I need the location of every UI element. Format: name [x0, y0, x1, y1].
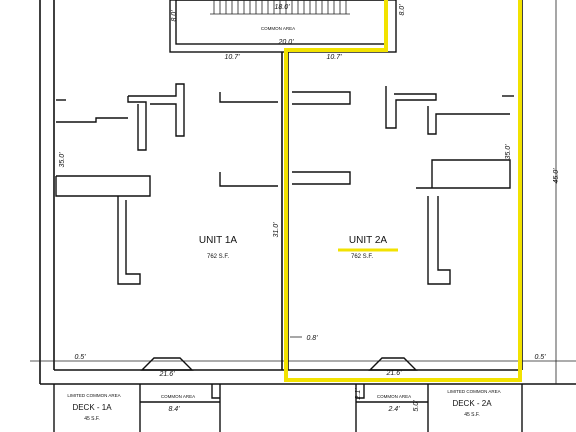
deck2a-label: DECK - 2A: [452, 399, 492, 408]
deck1a-label: DECK - 1A: [72, 403, 112, 412]
deck2a-area: 45 S.F.: [464, 412, 480, 418]
common-area-bottom-right-label: COMMON AREA: [377, 394, 411, 399]
dim-45: 45.0': [553, 168, 560, 184]
deck1a-note: LIMITED COMMON AREA: [67, 393, 120, 398]
unit1a-label: UNIT 1A: [199, 235, 237, 246]
deck-strip: [53, 384, 523, 432]
dim-2-4: 2.4': [387, 406, 400, 413]
dim-0-5-left: 0.5': [74, 354, 86, 361]
deck2a-note: LIMITED COMMON AREA: [447, 389, 500, 394]
common-area-bottom-left-label: COMMON AREA: [161, 394, 195, 399]
dim-2-1: 2.1': [355, 388, 362, 401]
dim-35-right: 35.0': [505, 144, 512, 160]
common-area-top-label: COMMON AREA: [261, 26, 295, 31]
unit2a-partitions: [292, 86, 514, 285]
unit2a-highlight: [284, 0, 522, 382]
dim-18: 18.0': [275, 4, 291, 11]
dim-35-left: 35.0': [59, 152, 66, 168]
dim-31: 31.0': [273, 222, 280, 238]
unit1a-partitions: [55, 83, 278, 285]
dim-10-left: 10.7': [225, 54, 241, 61]
dim-10-right: 10.7': [327, 54, 343, 61]
outer-walls: [30, 0, 576, 385]
dim-20: 20.0': [278, 39, 295, 46]
dim-21-6-left: 21.6': [159, 371, 176, 378]
dim-0-8: 0.8': [306, 335, 318, 342]
entry-steps: [140, 357, 418, 371]
deck1a-area: 45 S.F.: [84, 416, 100, 422]
unit2a-area: 762 S.F.: [351, 254, 373, 260]
dim-8-4: 8.4': [168, 406, 180, 413]
dim-5: 5.0': [413, 400, 420, 412]
unit2a-label: UNIT 2A: [349, 235, 387, 246]
dim-0-5-right: 0.5': [534, 354, 546, 361]
dim-8-left: 8.0': [171, 10, 178, 22]
dim-8-right: 8.0': [399, 4, 406, 16]
unit1a-area: 762 S.F.: [207, 254, 229, 260]
dim-21-6-right: 21.6': [386, 370, 403, 377]
